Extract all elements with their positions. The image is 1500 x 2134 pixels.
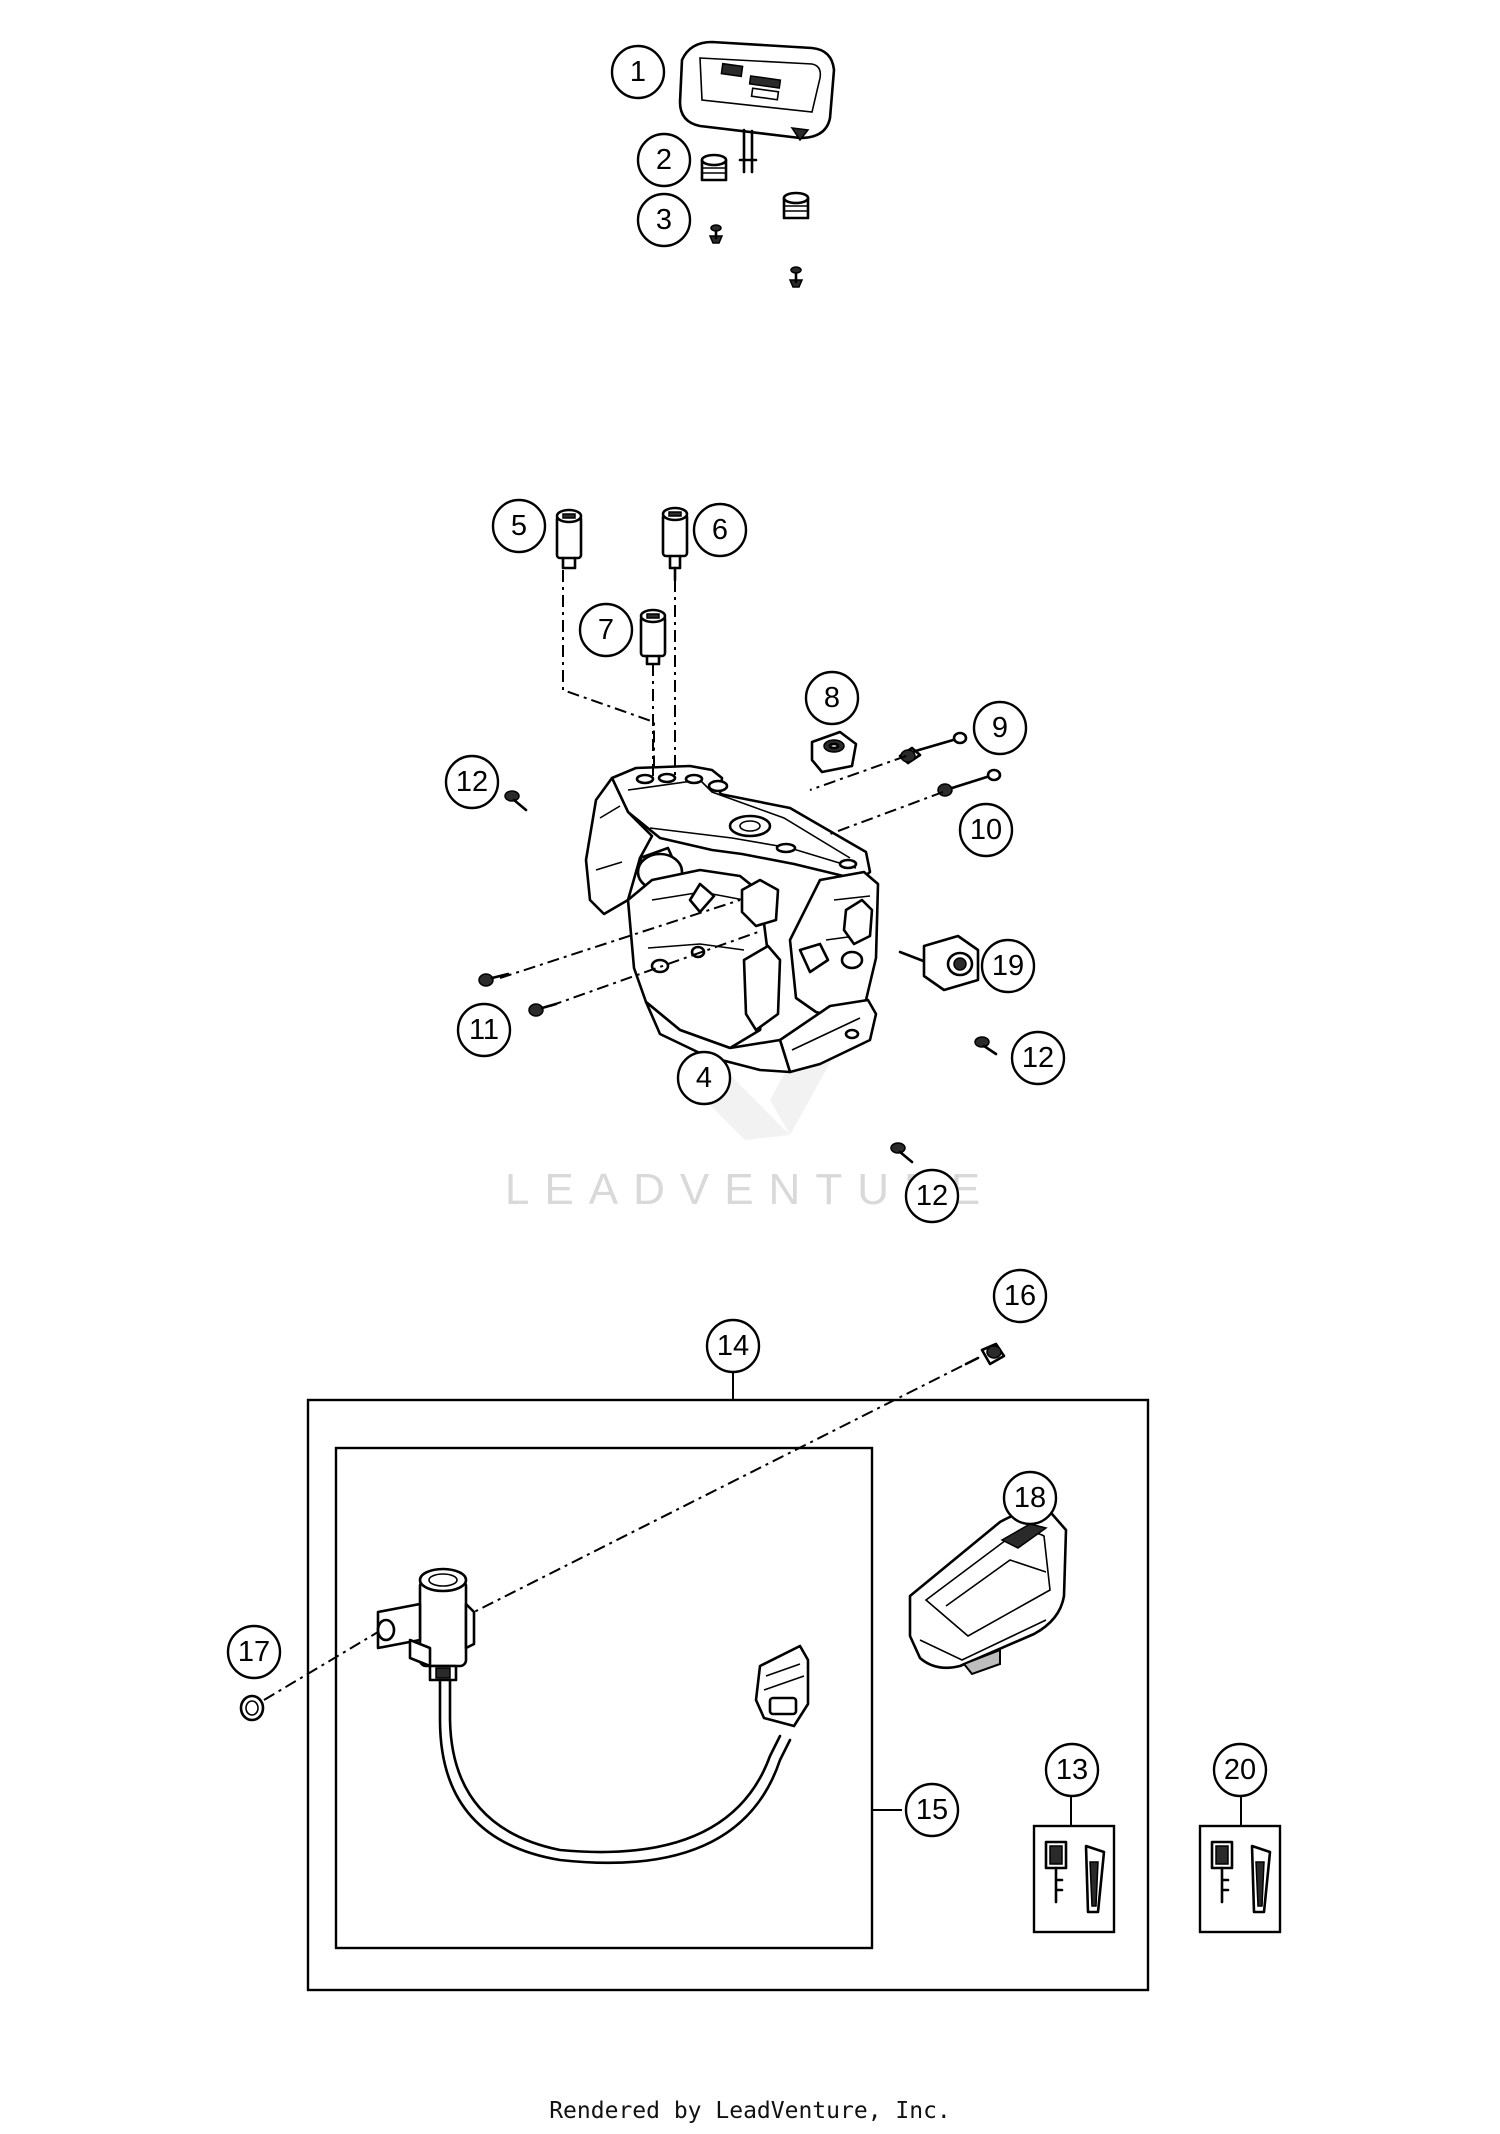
callout-number: 1: [630, 56, 646, 88]
callout-16: 16: [992, 1268, 1048, 1324]
callout-number: 4: [696, 1062, 712, 1094]
callout-number: 12: [916, 1180, 948, 1212]
part-5-plug[interactable]: [555, 508, 583, 570]
part-12-screws[interactable]: [504, 790, 998, 1164]
callout-number: 10: [970, 814, 1002, 846]
callout-13: 13: [1044, 1742, 1100, 1798]
callout-number: 13: [1056, 1754, 1088, 1786]
callout-12: 12: [904, 1168, 960, 1224]
callout-8: 8: [804, 670, 860, 726]
part-19-sensor[interactable]: [898, 934, 980, 992]
callout-number: 9: [992, 712, 1008, 744]
upper-dashed-leaders: [499, 570, 944, 1007]
callout-12: 12: [1010, 1030, 1066, 1086]
callout-4: 4: [676, 1050, 732, 1106]
callout-6: 6: [692, 502, 748, 558]
callout-15: 15: [904, 1782, 960, 1838]
part-16-screw[interactable]: [964, 1342, 1006, 1366]
part-3-screws[interactable]: [708, 224, 804, 288]
lower-dashed-leaders: [263, 1365, 963, 1701]
callout-number: 19: [992, 950, 1024, 982]
callout-10: 10: [958, 802, 1014, 858]
callout-number: 5: [511, 510, 527, 542]
callout-number: 3: [656, 204, 672, 236]
callout-number: 18: [1014, 1482, 1046, 1514]
callout-number: 7: [598, 614, 614, 646]
callout-7: 7: [578, 602, 634, 658]
part-11-screws[interactable]: [478, 972, 558, 1017]
callout-number: 6: [712, 514, 728, 546]
part-2-grommets[interactable]: [700, 153, 810, 220]
part-18-key-fob[interactable]: [908, 1509, 1068, 1676]
callout-number: 14: [717, 1330, 749, 1362]
callout-12: 12: [444, 754, 500, 810]
part-9-screw-washer[interactable]: [898, 731, 968, 765]
kit-15-frame: [334, 1446, 902, 1950]
watermark: LEADVENTURE: [505, 1045, 995, 1214]
callout-18: 18: [1002, 1470, 1058, 1526]
callout-3: 3: [636, 192, 692, 248]
callout-number: 8: [824, 682, 840, 714]
callout-17: 17: [226, 1624, 282, 1680]
part-17-o-ring[interactable]: [239, 1694, 265, 1722]
callout-number: 12: [1022, 1042, 1054, 1074]
part-4-bracket[interactable]: [584, 764, 880, 1074]
part-13-keys[interactable]: [1044, 1840, 1106, 1914]
part-8-clip[interactable]: [810, 730, 858, 774]
callout-number: 20: [1224, 1754, 1256, 1786]
part-15-ignition-switch[interactable]: [376, 1567, 810, 1865]
part-6-plug[interactable]: [661, 506, 689, 582]
callout-19: 19: [980, 938, 1036, 994]
callout-number: 11: [469, 1014, 499, 1046]
callout-20: 20: [1212, 1742, 1268, 1798]
callout-number: 12: [456, 766, 488, 798]
callout-number: 2: [656, 144, 672, 176]
callout-9: 9: [972, 700, 1028, 756]
callout-11: 11: [456, 1002, 512, 1058]
callout-number: 16: [1004, 1280, 1036, 1312]
callout-number: 15: [916, 1794, 948, 1826]
part-7-plug[interactable]: [639, 608, 667, 666]
callout-2: 2: [636, 132, 692, 188]
part-20-keys[interactable]: [1210, 1840, 1272, 1914]
part-1-instrument-cluster[interactable]: [678, 40, 836, 174]
callout-number: 17: [238, 1636, 270, 1668]
part-10-screw-washer[interactable]: [937, 768, 1002, 797]
callout-1: 1: [610, 44, 666, 100]
watermark-text: LEADVENTURE: [505, 1165, 995, 1214]
callout-14: 14: [705, 1318, 761, 1374]
callout-5: 5: [491, 498, 547, 554]
footer-credit: Rendered by LeadVenture, Inc.: [549, 2098, 951, 2124]
